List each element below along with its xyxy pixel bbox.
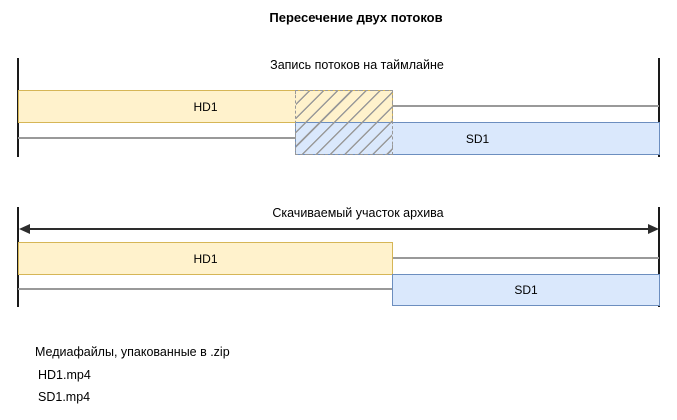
hd1-track-line <box>393 105 659 107</box>
archive-extent-arrow-line <box>28 228 650 230</box>
sd1-download-bar-label: SD1 <box>514 283 538 297</box>
page-title: Пересечение двух потоков <box>269 10 443 25</box>
file-item-hd1: HD1.mp4 <box>38 368 91 382</box>
download-section-label: Скачиваемый участок архива <box>272 206 444 220</box>
timeline-right-boundary-line <box>658 58 660 157</box>
arrowhead-left-icon <box>19 224 30 234</box>
sd1-recording-bar-label: SD1 <box>465 131 490 146</box>
hd1-download-bar-label: HD1 <box>193 251 218 266</box>
hd1-download-track-line <box>393 257 659 259</box>
hd1-download-bar: HD1 <box>18 242 393 275</box>
zip-files-heading: Медиафайлы, упакованные в .zip <box>35 345 230 359</box>
file-item-sd1: SD1.mp4 <box>38 390 91 404</box>
sd1-download-bar: SD1 <box>392 274 660 306</box>
sd1-track-line <box>18 137 295 139</box>
sd1-download-track-line <box>18 288 392 290</box>
arrowhead-right-icon <box>648 224 659 234</box>
hd1-recording-bar-label: HD1 <box>193 99 218 114</box>
streams-overlap-hatched-region <box>295 90 393 155</box>
download-right-boundary-line <box>658 207 660 307</box>
timeline-section-label: Запись потоков на таймлайне <box>270 58 444 72</box>
